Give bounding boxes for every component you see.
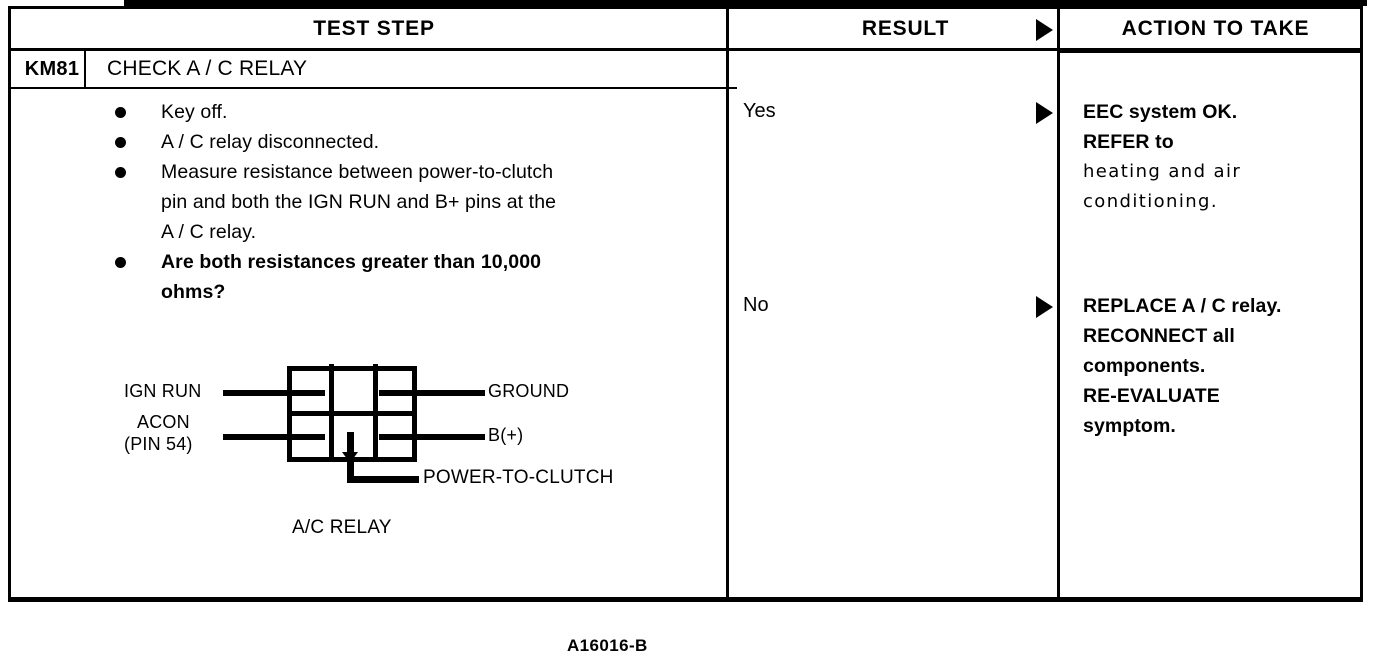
table-bottom-rule xyxy=(8,597,1363,602)
list-item: Measure resistance between power-to-clut… xyxy=(115,157,715,187)
action-line: REFER to xyxy=(1083,131,1174,153)
diagram-label-acon-pin: (PIN 54) xyxy=(124,434,193,454)
step-title-row: KM81 CHECK A / C RELAY xyxy=(11,51,737,87)
list-item-continuation: ohms? xyxy=(115,277,715,307)
step-code-badge: KM81 xyxy=(24,57,80,80)
list-item: Key off. xyxy=(115,97,715,127)
diagram-caption: A/C RELAY xyxy=(292,517,392,538)
column-header-result: RESULT xyxy=(861,16,950,40)
instruction-text: Are both resistances greater than 10,000 xyxy=(161,251,542,273)
action-line: components. xyxy=(1083,355,1206,377)
bullet-icon xyxy=(115,137,126,148)
instruction-text: pin and both the IGN RUN and B+ pins at … xyxy=(161,191,557,213)
lead-acon xyxy=(223,434,301,440)
action-block-yes: EEC system OK. REFER to heating and air … xyxy=(1083,97,1353,217)
action-line: REPLACE A / C relay. xyxy=(1083,295,1282,317)
action-line: RE-EVALUATE xyxy=(1083,385,1220,407)
column-header-action-to-take: ACTION TO TAKE xyxy=(1121,16,1310,40)
relay-inner-divider-horizontal xyxy=(287,411,417,416)
result-value-yes: Yes xyxy=(743,100,776,122)
result-value-no: No xyxy=(743,294,769,316)
column-divider-test-step-result xyxy=(726,51,729,597)
figure-reference-code: A16016-B xyxy=(567,636,648,655)
diagram-label-power-to-clutch: POWER-TO-CLUTCH xyxy=(423,467,614,488)
diagram-label-ign-run: IGN RUN xyxy=(124,381,202,401)
action-column: EEC system OK. REFER to heating and air … xyxy=(1060,89,1360,597)
action-line: EEC system OK. xyxy=(1083,101,1238,123)
instruction-text: ohms? xyxy=(161,281,226,303)
header-flow-arrow-icon xyxy=(1036,19,1053,41)
instruction-text: Measure resistance between power-to-clut… xyxy=(161,161,554,183)
action-line: conditioning. xyxy=(1083,191,1218,212)
instruction-text: Key off. xyxy=(161,101,228,123)
bullet-icon xyxy=(115,107,126,118)
bullet-icon xyxy=(115,167,126,178)
bullet-icon xyxy=(115,257,126,268)
diagram-label-ground: GROUND xyxy=(488,381,570,401)
instruction-list: Key off. A / C relay disconnected. Measu… xyxy=(115,97,715,307)
relay-terminal-ground xyxy=(379,390,409,396)
lead-ign-run xyxy=(223,390,301,396)
action-line: symptom. xyxy=(1083,415,1176,437)
column-divider-result-action xyxy=(1057,51,1060,597)
list-item-continuation: A / C relay. xyxy=(115,217,715,247)
table-top-rule xyxy=(124,0,1367,6)
pinpoint-test-page: TEST STEP RESULT ACTION TO TAKE KM81 CHE… xyxy=(8,0,1367,655)
header-bottom-rule xyxy=(11,48,1360,51)
action-block-no: REPLACE A / C relay. RECONNECT all compo… xyxy=(1083,291,1353,441)
diagram-label-b-plus: B(+) xyxy=(488,425,524,445)
lead-b-plus xyxy=(407,434,485,440)
relay-terminal-ign-run xyxy=(295,390,325,396)
diagram-label-acon: ACON xyxy=(137,412,190,432)
step-title-underline xyxy=(11,87,737,89)
relay-terminal-b-plus xyxy=(379,434,409,440)
branch-arrow-icon-no xyxy=(1036,296,1053,318)
list-item: A / C relay disconnected. xyxy=(115,127,715,157)
test-step-body: Key off. A / C relay disconnected. Measu… xyxy=(11,89,726,655)
action-line: heating and air xyxy=(1083,161,1242,182)
relay-terminal-acon xyxy=(295,434,325,440)
branch-arrow-icon-yes xyxy=(1036,102,1053,124)
list-item: Are both resistances greater than 10,000 xyxy=(115,247,715,277)
lead-power-to-clutch-horizontal xyxy=(347,476,419,483)
instruction-text: A / C relay. xyxy=(161,221,257,243)
action-header-rule xyxy=(1057,48,1360,53)
step-title: CHECK A / C RELAY xyxy=(107,57,308,80)
instruction-text: A / C relay disconnected. xyxy=(161,131,380,153)
action-line: RECONNECT all xyxy=(1083,325,1235,347)
result-column: Yes No xyxy=(729,89,1057,597)
lead-ground xyxy=(407,390,485,396)
ac-relay-diagram: IGN RUN ACON (PIN 54) GROUND B(+) POWER-… xyxy=(11,364,726,655)
column-header-test-step: TEST STEP xyxy=(313,16,435,40)
power-to-clutch-arrow-icon xyxy=(342,452,358,463)
header-divider-right xyxy=(1057,9,1060,51)
list-item-continuation: pin and both the IGN RUN and B+ pins at … xyxy=(115,187,715,217)
table-header-row: TEST STEP RESULT ACTION TO TAKE xyxy=(11,9,1360,48)
header-divider-left xyxy=(726,9,729,51)
step-code-divider xyxy=(84,51,86,87)
